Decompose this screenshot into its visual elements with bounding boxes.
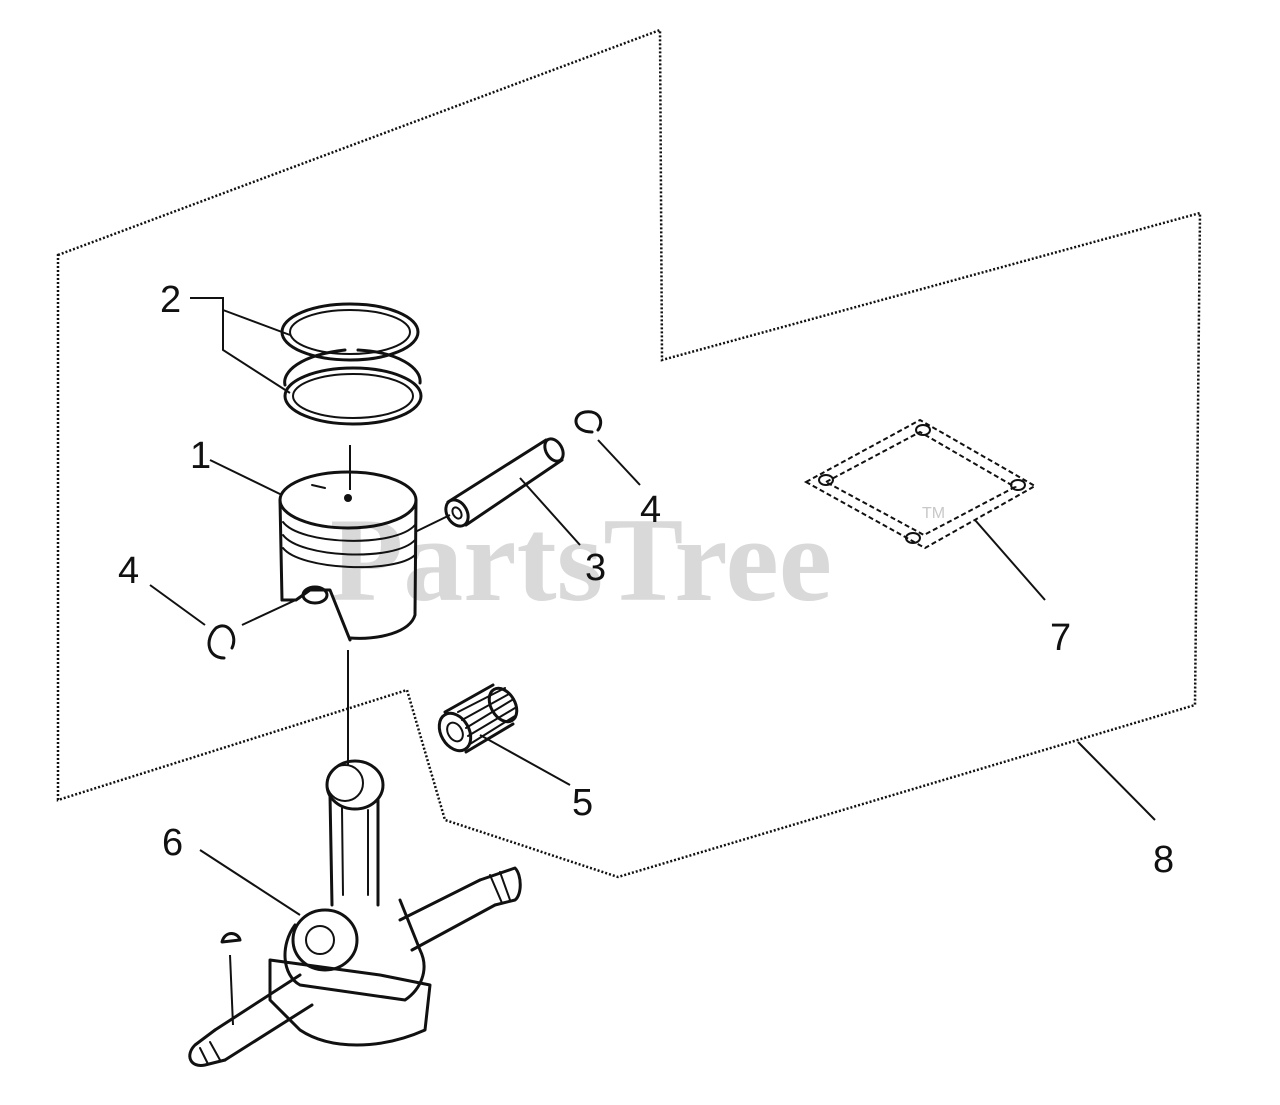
callout-7: 7: [1050, 617, 1071, 659]
leader-crankshaft: [199, 849, 301, 916]
leader-rings: [190, 297, 291, 394]
watermark-trademark: TM: [922, 505, 945, 522]
callout-1: 1: [190, 435, 211, 477]
leader-kit: [1077, 741, 1156, 821]
callout-3: 3: [585, 547, 606, 589]
circlip-left[interactable]: [207, 624, 236, 660]
callout-5: 5: [572, 782, 593, 824]
circlip-right[interactable]: [574, 410, 603, 434]
watermark: PartsTree TM: [330, 493, 945, 626]
callout-4-right: 4: [640, 489, 661, 531]
callout-6: 6: [162, 822, 183, 864]
piston[interactable]: [278, 470, 418, 642]
leader-circlip-left: [149, 584, 206, 626]
watermark-text: PartsTree: [330, 493, 832, 626]
piston-pin[interactable]: [441, 436, 567, 531]
piston-rings[interactable]: [280, 302, 423, 426]
leader-gasket: [974, 519, 1046, 601]
leader-piston: [209, 459, 283, 496]
needle-bearing[interactable]: [433, 683, 523, 756]
leader-pin: [414, 514, 451, 533]
crankshaft[interactable]: [188, 759, 522, 1067]
callout-8: 8: [1153, 839, 1174, 881]
gasket[interactable]: [803, 418, 1038, 550]
leader-circlip-right: [597, 439, 641, 486]
kit-boundary-outline: [56, 28, 1202, 879]
leader-bearing: [479, 734, 571, 786]
callout-4-left: 4: [118, 550, 139, 592]
callout-2: 2: [160, 279, 181, 321]
leader-3: [519, 477, 581, 546]
